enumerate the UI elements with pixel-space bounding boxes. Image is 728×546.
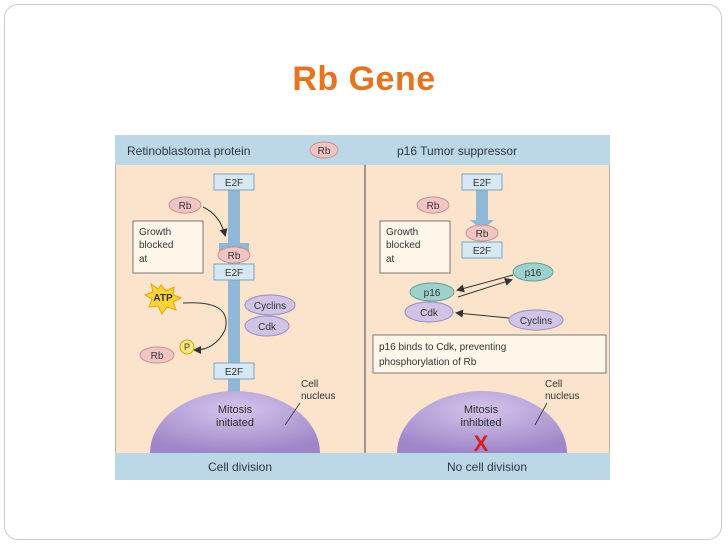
right-cell-label2: nucleus — [545, 391, 579, 402]
slide-title: Rb Gene — [292, 60, 436, 98]
right-footer-bar — [365, 453, 610, 480]
left-mitosis-line1: Mitosis — [218, 404, 253, 416]
right-cyclins-label: Cyclins — [520, 316, 552, 327]
left-e2f-bottom-label: E2F — [225, 367, 243, 378]
left-growth-line2: blocked — [139, 240, 173, 251]
right-p16-bound-label: p16 — [424, 288, 441, 299]
right-p16-release-arrow — [457, 278, 513, 298]
right-p16-free-label: p16 — [525, 268, 542, 279]
left-phosphate-label: P — [184, 342, 190, 352]
right-note-line1: p16 binds to Cdk, preventing — [379, 342, 506, 353]
left-nucleus — [150, 391, 320, 453]
right-rb-free-label: Rb — [427, 201, 440, 212]
left-cdk-label: Cdk — [258, 322, 277, 333]
left-e2f-bottom-box — [213, 362, 255, 380]
left-cell-label1: Cell — [301, 379, 318, 390]
left-complex-e2f-box — [213, 263, 255, 281]
left-growth-line3: at — [139, 254, 148, 265]
right-nucleus — [397, 391, 567, 453]
left-rb-free-label: Rb — [179, 201, 192, 212]
left-nucleus-leader — [284, 402, 301, 426]
left-rb-phosphorylated — [139, 346, 175, 364]
right-growth-line2: blocked — [386, 240, 420, 251]
right-nucleus-leader — [534, 402, 548, 426]
right-p16-bound — [409, 282, 455, 302]
right-cell-label1: Cell — [545, 379, 562, 390]
right-cyclins-arrow — [455, 309, 510, 319]
right-mitosis-line1: Mitosis — [464, 404, 499, 416]
right-e2f-top-label: E2F — [473, 178, 491, 189]
left-growth-line1: Growth — [139, 227, 171, 238]
right-p16-free — [512, 262, 554, 282]
left-panel: Retinoblastoma protein Rb E2F Rb Growth … — [115, 135, 365, 480]
left-complex-rb-label: Rb — [228, 251, 241, 262]
left-pathway-shaft — [228, 190, 240, 400]
right-header-bar — [365, 135, 610, 165]
right-footer-text: No cell division — [447, 460, 527, 474]
right-growth-line3: at — [386, 254, 395, 265]
left-rb-phos-label: Rb — [151, 351, 164, 362]
left-footer-text: Cell division — [208, 460, 272, 474]
left-cell-label2: nucleus — [301, 391, 335, 402]
left-cdk — [244, 315, 290, 337]
rb-pathway-diagram: Retinoblastoma protein Rb E2F Rb Growth … — [114, 134, 611, 481]
right-inhibit-x-icon: X — [474, 431, 489, 456]
right-note-box — [372, 334, 607, 374]
right-complex-rb-label: Rb — [476, 229, 489, 240]
left-mitosis-line2: initiated — [216, 417, 254, 429]
left-footer-bar — [115, 453, 365, 480]
left-header-rb-label: Rb — [318, 146, 331, 157]
left-cyclins — [244, 294, 296, 316]
left-header-rb-badge — [309, 141, 339, 159]
left-complex-rb — [217, 246, 251, 264]
right-panel: p16 Tumor suppressor E2F Rb Growth block… — [365, 135, 610, 480]
left-growth-box — [132, 220, 204, 274]
left-rb-binding-arrow — [202, 206, 228, 237]
right-e2f-top-box — [461, 173, 503, 191]
rb-gene-figure: Retinoblastoma protein Rb E2F Rb Growth … — [114, 134, 611, 481]
right-note-line2: phosphorylation of Rb — [379, 357, 477, 368]
right-cdk — [404, 301, 454, 323]
slide-frame — [4, 4, 722, 540]
left-cyclins-label: Cyclins — [254, 301, 286, 312]
right-mitosis-line2: inhibited — [461, 417, 502, 429]
right-complex-e2f-box — [461, 241, 503, 259]
left-phosphate-circle — [179, 339, 195, 355]
left-header-text: Retinoblastoma protein — [127, 144, 250, 158]
right-cyclins — [508, 309, 564, 331]
left-phosphorylation-arrow — [182, 302, 227, 354]
left-rb-free — [168, 196, 202, 214]
right-complex-rb — [465, 224, 499, 242]
right-header-text: p16 Tumor suppressor — [397, 144, 517, 158]
right-growth-box — [379, 220, 451, 274]
right-growth-line1: Growth — [386, 227, 418, 238]
right-p16-binding-arrow — [456, 274, 514, 293]
atp-starburst-icon — [143, 282, 183, 315]
left-atp-label: ATP — [153, 293, 173, 304]
left-e2f-top-box — [213, 173, 255, 191]
right-complex-e2f-label: E2F — [473, 246, 491, 257]
left-complex-e2f-label: E2F — [225, 268, 243, 279]
right-rb-free — [416, 196, 450, 214]
left-e2f-top-label: E2F — [225, 178, 243, 189]
right-cdk-label: Cdk — [420, 308, 439, 319]
